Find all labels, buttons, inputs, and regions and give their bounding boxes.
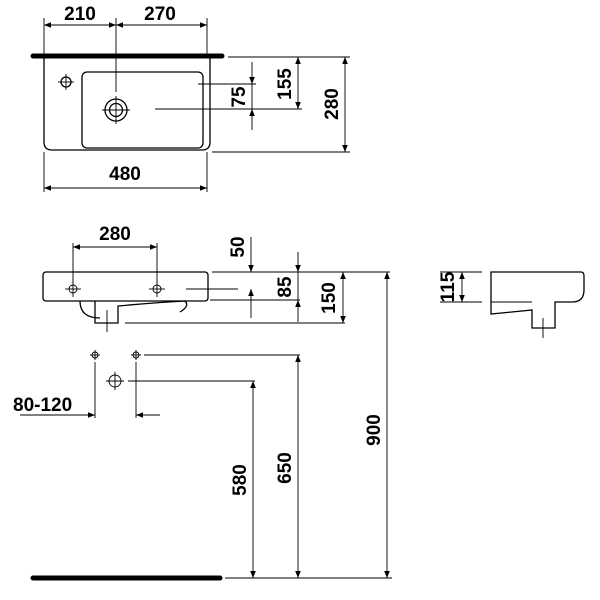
dim-75-label: 75 (229, 86, 250, 108)
supply-left-icon (90, 350, 100, 360)
drain-outlet-icon (106, 372, 124, 390)
basin-front-outline (42, 271, 209, 302)
supply-right-icon (131, 350, 141, 360)
basin-side-outline (490, 271, 585, 329)
side-view: 115 (438, 271, 585, 338)
dim-85-label: 85 (275, 276, 296, 298)
trap-outline (79, 300, 188, 324)
dim-155-label: 155 (275, 68, 296, 100)
basin-outline (43, 56, 211, 151)
fixing-hole-left-icon (65, 281, 81, 297)
dim-270-label: 270 (144, 4, 176, 25)
dim-480-label: 480 (109, 164, 141, 185)
dim-115-label: 115 (438, 271, 459, 302)
dim-80-120-label: 80-120 (13, 395, 72, 416)
installation-view: 80-120 580 650 (13, 350, 392, 581)
top-view: 210 270 280 155 75 480 (30, 4, 350, 192)
dim-150-label: 150 (319, 282, 340, 314)
dim-280-depth-label: 280 (322, 88, 343, 120)
dim-900-label: 900 (364, 414, 385, 446)
dim-280-holes-label: 280 (99, 224, 131, 245)
drain-icon (102, 96, 130, 124)
dim-210-label: 210 (64, 4, 96, 25)
front-view: 280 50 85 150 900 (42, 224, 390, 578)
bowl-outline (81, 71, 204, 149)
fixing-hole-right-icon (149, 281, 165, 297)
dim-650-label: 650 (275, 452, 296, 484)
dim-580-label: 580 (230, 464, 251, 496)
dim-50-label: 50 (228, 236, 249, 257)
tap-hole-icon (58, 74, 74, 90)
